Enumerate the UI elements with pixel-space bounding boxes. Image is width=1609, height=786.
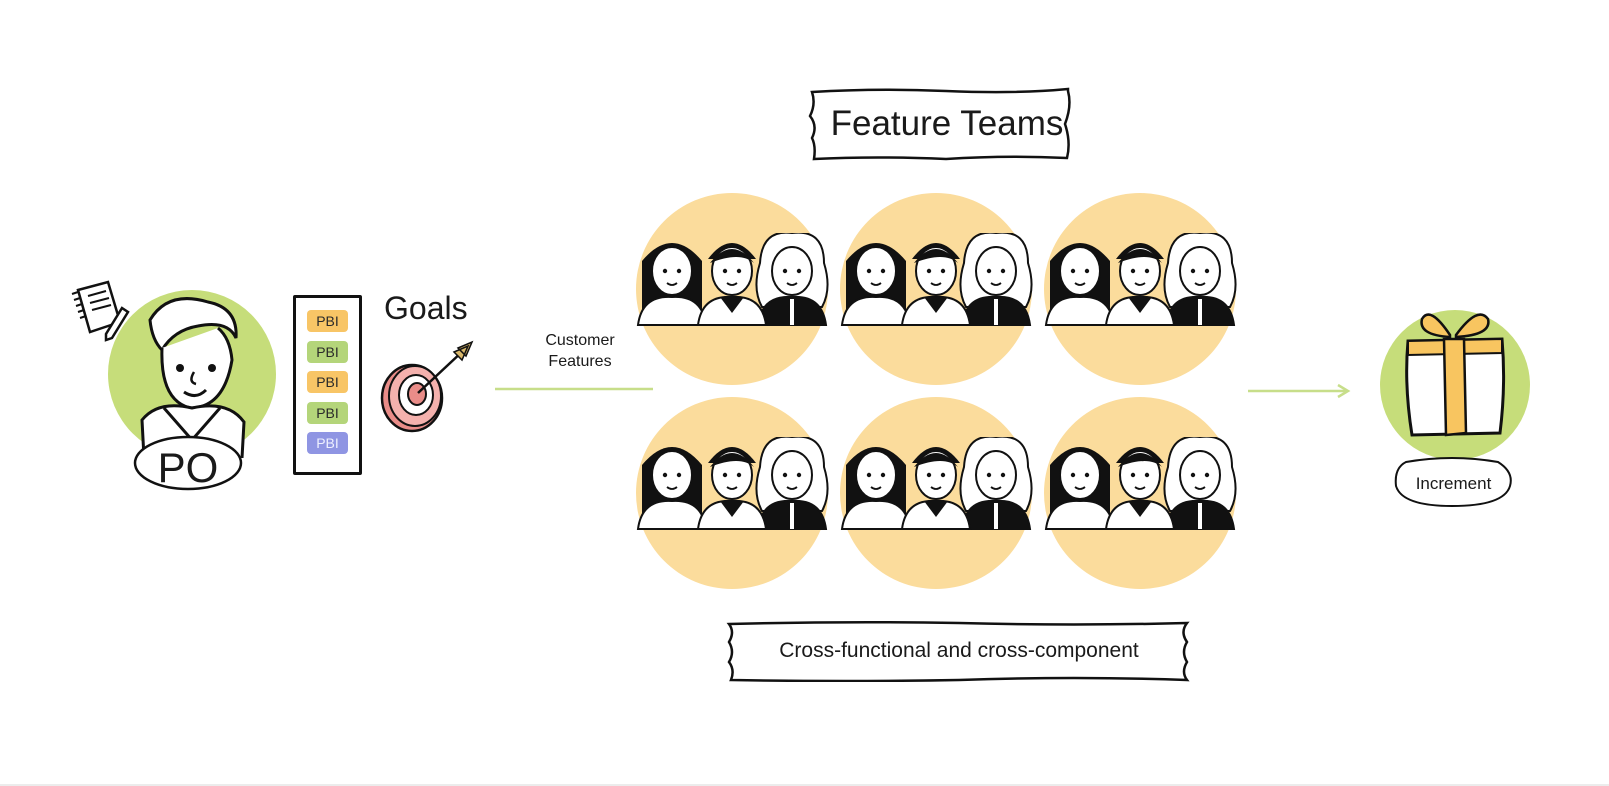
target-arrow-icon — [380, 340, 474, 433]
gift-box-icon — [1405, 313, 1506, 437]
product-backlog: PBI PBI PBI PBI PBI — [293, 295, 362, 475]
increment-label: Increment — [1415, 473, 1492, 493]
diagram-subtitle: Cross-functional and cross-component — [779, 639, 1139, 662]
pbi-item: PBI — [307, 371, 348, 393]
increment-label-bubble — [1394, 457, 1512, 508]
team-members-icon — [840, 233, 1033, 326]
team-members-icon — [1044, 437, 1237, 530]
notepad-pencil-icon — [71, 280, 130, 342]
goals-label: Goals — [384, 290, 468, 326]
flow-line — [495, 387, 653, 391]
subtitle-frame — [726, 620, 1190, 682]
po-label: PO — [157, 444, 219, 491]
customer-features-label: Customer Features — [545, 332, 615, 370]
pbi-item: PBI — [307, 310, 348, 332]
pbi-item: PBI — [307, 432, 348, 454]
pbi-item: PBI — [307, 402, 348, 424]
team-members-icon — [1044, 233, 1237, 326]
pbi-item: PBI — [307, 341, 348, 363]
title-frame — [808, 87, 1071, 161]
diagram-title: Feature Teams — [830, 103, 1064, 143]
team-members-icon — [636, 437, 829, 530]
page-bottom-border — [0, 784, 1609, 786]
arrow-right-icon — [1248, 383, 1351, 399]
po-avatar — [140, 297, 246, 458]
po-label-bubble — [133, 435, 243, 491]
team-members-icon — [840, 437, 1033, 530]
team-members-icon — [636, 233, 829, 326]
